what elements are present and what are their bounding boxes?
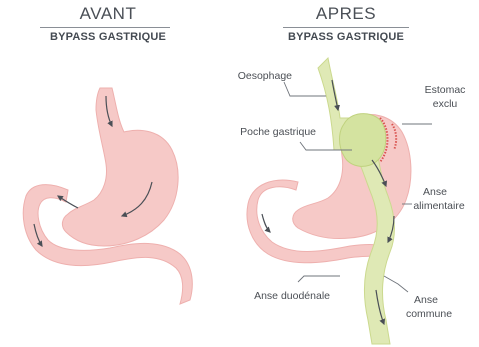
label-anse-duodenale: Anse duodénale [210,290,330,303]
label-anse-commune-line1: Anse [404,294,448,307]
leader-anse-duodenale [298,276,340,282]
before-stomach [62,88,178,246]
label-estomac-exclu-line1: Estomac [416,84,474,97]
label-anse-commune-line2: commune [400,308,458,321]
gastric-pouch [340,114,386,167]
label-poche-gastrique: Poche gastrique [210,126,316,139]
before-arrow-pylorus [58,196,78,208]
label-oesophage: Oesophage [206,70,292,83]
leader-anse-commune [384,276,408,292]
before-stomach-group [23,88,192,304]
label-anse-alimentaire-line2: alimentaire [404,200,474,213]
label-estomac-exclu-line2: exclu [416,98,474,111]
label-anse-alimentaire-line1: Anse [404,186,466,199]
after-arrow-duodenal [262,214,270,232]
leader-oesophage [284,82,326,96]
